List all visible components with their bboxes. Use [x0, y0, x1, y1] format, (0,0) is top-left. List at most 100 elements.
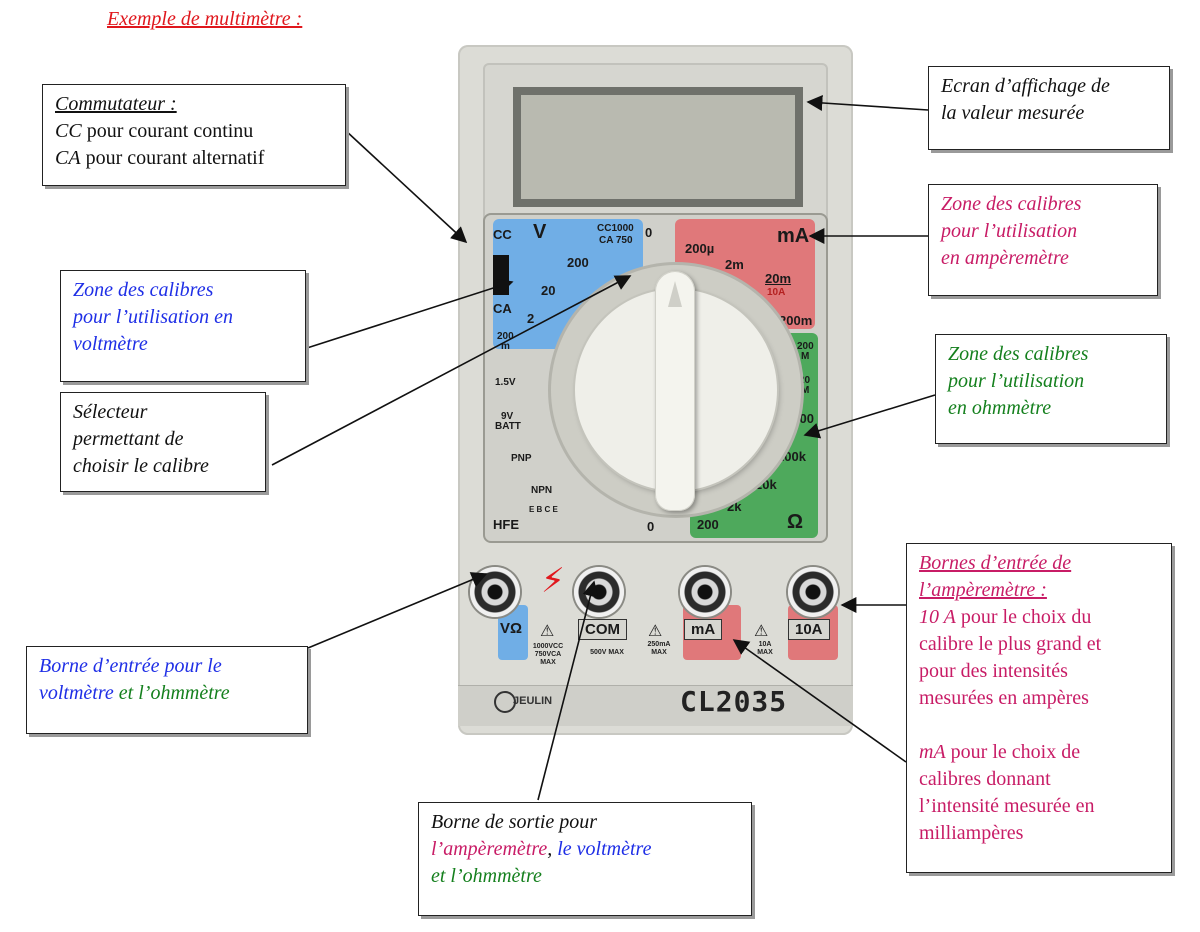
- ebce-label: E B C E: [529, 505, 558, 514]
- a10-jack-label: 10A: [788, 619, 830, 640]
- v-ohm-jack[interactable]: [470, 567, 520, 617]
- ohm-range-2k: 2k: [727, 499, 742, 514]
- page-title: Exemple de multimètre :: [107, 8, 303, 30]
- ca-description: pour courant alternatif: [80, 147, 265, 169]
- bornes-title-line-1: Bornes d’entrée de: [919, 552, 1072, 574]
- zone-ma-line-3: en ampèremètre: [941, 247, 1069, 269]
- ecran-line-1: Ecran d’affichage de: [941, 75, 1110, 97]
- batt-1-5v: 1.5V: [495, 377, 516, 388]
- zone-ohm-line-3: en ohmmètre: [948, 397, 1052, 419]
- selector-knob[interactable]: [655, 271, 695, 511]
- note-10a: 10A MAX: [757, 641, 773, 656]
- ohm-range-200m-unit: M: [801, 351, 810, 362]
- p2-line-4: milliampères: [919, 822, 1024, 844]
- ohm-range-200k: 200k: [777, 449, 806, 464]
- p1-line-3: pour des intensités: [919, 660, 1068, 682]
- ma-range-200m: 200m: [779, 313, 813, 328]
- v-range-200: 200: [567, 255, 589, 270]
- cc-ca-switch[interactable]: [493, 255, 509, 295]
- abbr-ma: mA: [919, 741, 946, 763]
- abbr-10a: 10 A: [919, 606, 956, 628]
- callout-commutateur: Commutateur : CC pour courant continu CA…: [42, 84, 346, 186]
- borne-sortie-amperemetre: l’ampèremètre: [431, 838, 548, 860]
- zone-ma-line-2: pour l’utilisation: [941, 220, 1078, 242]
- borne-sortie-line-3: et l’ohmmètre: [431, 865, 542, 887]
- zone-ma-line-1: Zone des calibres: [941, 193, 1082, 215]
- npn-label: NPN: [531, 485, 553, 496]
- callout-zone-v: Zone des calibres pour l’utilisation en …: [60, 270, 306, 382]
- pnp-label: PNP: [511, 453, 532, 464]
- com-jack[interactable]: [574, 567, 624, 617]
- cc-abbr: CC: [55, 120, 82, 142]
- zone-ohm-line-2: pour l’utilisation: [948, 370, 1085, 392]
- callout-zone-ohm: Zone des calibres pour l’utilisation en …: [935, 334, 1167, 444]
- p2-rest: pour le choix de: [945, 741, 1081, 763]
- zone-v-line-3: voltmètre: [73, 333, 148, 355]
- borne-sortie-comma: ,: [547, 838, 558, 860]
- jeulin-logo: [494, 691, 516, 713]
- ma-jack-label: mA: [684, 619, 723, 640]
- note-250ma: 250mA MAX: [647, 641, 671, 656]
- borne-sortie-line-1: Borne de sortie pour: [431, 811, 598, 833]
- cc1000-label: CC1000: [597, 223, 634, 234]
- ma-range-200u: 200µ: [685, 241, 715, 256]
- borne-sortie-voltmetre: le voltmètre: [557, 838, 652, 860]
- callout-selecteur: Sélecteur permettant de choisir le calib…: [60, 392, 266, 492]
- volt-symbol: V: [533, 221, 547, 243]
- bornes-title-line-2: l’ampèremètre :: [919, 579, 1047, 601]
- commutateur-title: Commutateur :: [55, 93, 177, 115]
- warning-icon: ⚠: [540, 621, 555, 640]
- ma-jack[interactable]: [680, 567, 730, 617]
- zone-v-line-1: Zone des calibres: [73, 279, 214, 301]
- selecteur-line-3: choisir le calibre: [73, 455, 209, 477]
- callout-bornes-amperemetre: Bornes d’entrée de l’ampèremètre : 10 A …: [906, 543, 1172, 873]
- cc-description: pour courant continu: [81, 120, 254, 142]
- v-ohm-jack-label: VΩ: [500, 620, 523, 637]
- arrow-commutateur: [344, 129, 468, 244]
- callout-borne-entree: Borne d’entrée pour le voltmètre et l’oh…: [26, 646, 308, 734]
- callout-zone-ma: Zone des calibres pour l’utilisation en …: [928, 184, 1158, 296]
- lcd-display: [513, 87, 803, 207]
- ohm-symbol: Ω: [787, 511, 804, 533]
- cc-label: CC: [493, 227, 512, 242]
- com-jack-label: COM: [578, 619, 627, 640]
- ma-range-10a: 10A: [767, 287, 786, 298]
- p2-line-2: calibres donnant: [919, 768, 1051, 790]
- ma-symbol: mA: [777, 225, 810, 247]
- p2-line-3: l’intensité mesurée en: [919, 795, 1095, 817]
- ma-range-20m: 20m: [765, 271, 792, 286]
- callout-borne-sortie: Borne de sortie pour l’ampèremètre, le v…: [418, 802, 752, 916]
- v-range-200m-unit: m: [501, 341, 510, 352]
- multimeter-device: CC CA V CC1000 CA 750 200 20 2 200 m 0 m…: [458, 45, 853, 735]
- brand-name: JEULIN: [513, 695, 553, 707]
- hfe-label: HFE: [493, 517, 519, 532]
- off-bottom-label: 0: [647, 519, 655, 534]
- zone-ohm-line-1: Zone des calibres: [948, 343, 1089, 365]
- a10-jack[interactable]: [788, 567, 838, 617]
- v-range-2: 2: [527, 311, 535, 326]
- ecran-line-2: la valeur mesurée: [941, 102, 1085, 124]
- ma-range-2m: 2m: [725, 257, 744, 272]
- ohm-range-200m: 200: [797, 341, 814, 352]
- batt-label: BATT: [495, 421, 521, 432]
- warning-icon: ⚠: [648, 621, 663, 640]
- p1-line-4: mesurées en ampères: [919, 687, 1089, 709]
- high-voltage-icon: ⚡: [541, 561, 565, 601]
- ohm-range-20m-unit: M: [801, 385, 810, 396]
- ohm-range-200: 200: [697, 517, 719, 532]
- p1-line-2: calibre le plus grand et: [919, 633, 1102, 655]
- note-500v: 500V MAX: [590, 649, 624, 656]
- warning-icon: ⚠: [754, 621, 769, 640]
- p1-rest: pour le choix du: [955, 606, 1092, 628]
- ohm-range-20m: 20: [799, 375, 811, 386]
- v-range-20: 20: [541, 283, 556, 298]
- note-1000vcc: 1000VCC 750VCA MAX: [532, 643, 564, 666]
- selecteur-line-1: Sélecteur: [73, 401, 148, 423]
- model-number: CL2035: [680, 685, 788, 718]
- borne-v-line-1: Borne d’entrée pour le: [39, 655, 222, 677]
- off-top-label: 0: [645, 225, 653, 240]
- zone-v-line-2: pour l’utilisation en: [73, 306, 233, 328]
- callout-ecran: Ecran d’affichage de la valeur mesurée: [928, 66, 1170, 150]
- screen-frame: [483, 63, 828, 233]
- ca750-label: CA 750: [599, 235, 633, 246]
